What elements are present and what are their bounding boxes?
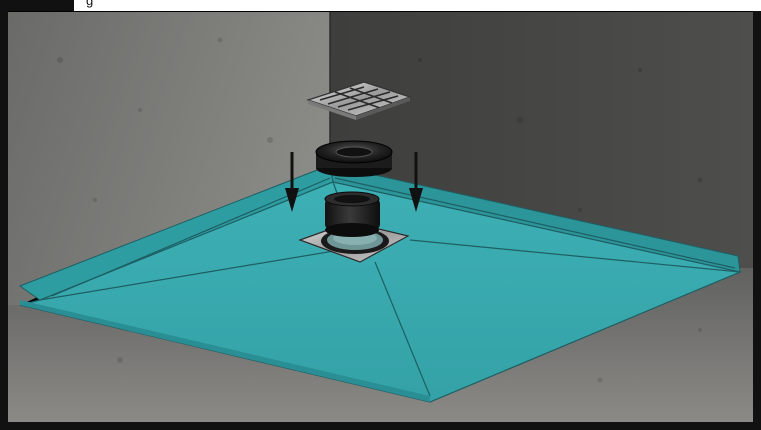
odour-trap: [325, 192, 380, 237]
caption-text: g: [86, 0, 93, 7]
sealing-ring: [316, 141, 392, 177]
caption-bar: g: [74, 0, 761, 11]
step-badge: [0, 0, 74, 11]
